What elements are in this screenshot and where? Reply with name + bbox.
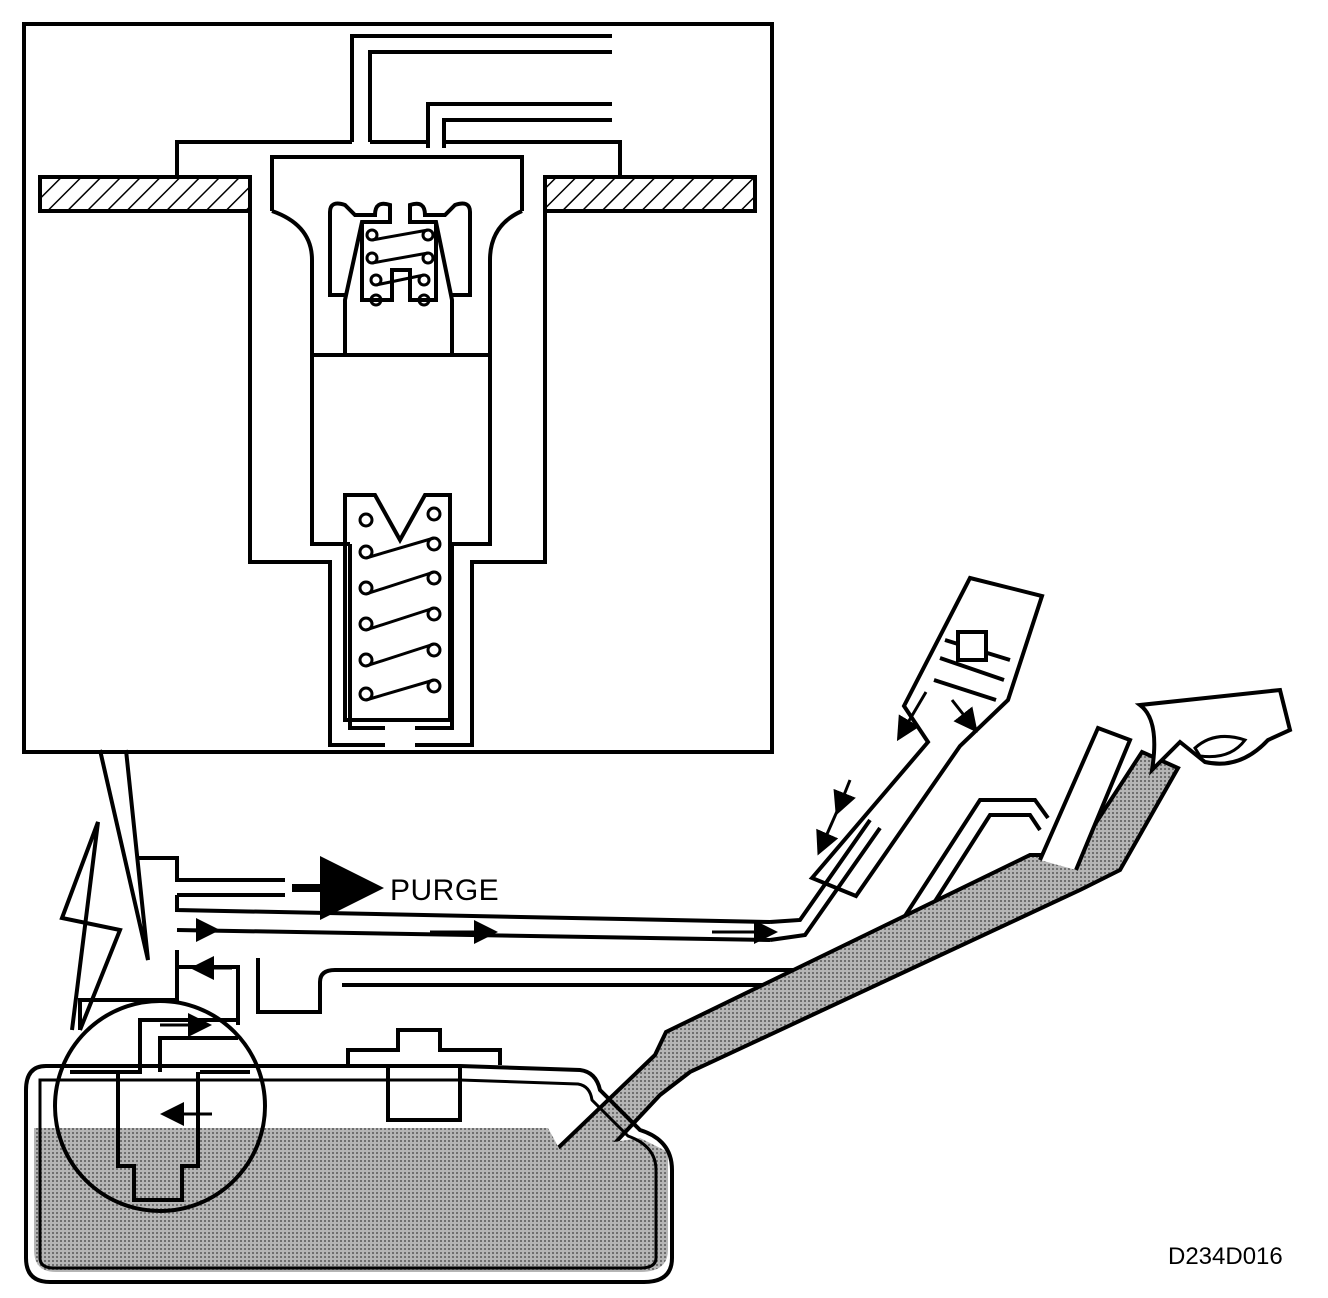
filler-neck [553, 687, 1293, 1178]
purge-indicator: PURGE [292, 856, 499, 920]
purge-label: PURGE [390, 874, 499, 907]
upper-outlet-tubes [350, 34, 612, 148]
upper-poppet [328, 201, 472, 356]
canister-outline [59, 821, 123, 1031]
inset-detail [22, 22, 774, 961]
lower-poppet [343, 493, 452, 722]
vapor-valve-housing [808, 575, 1045, 899]
figure-code: D234D016 [1168, 1243, 1283, 1270]
valve-body-inner [270, 155, 524, 730]
flow-arrows [160, 918, 778, 1126]
inset-pointer [98, 749, 150, 961]
upper-spring [365, 228, 435, 307]
valve-body-outer [175, 140, 622, 747]
mount-plate-left [38, 175, 252, 213]
tank-outline [24, 1064, 674, 1284]
tank-fuel-level [34, 1128, 668, 1272]
fuel-tank [24, 1028, 674, 1284]
detail-circle [53, 999, 267, 1213]
evap-line-to-cap [769, 575, 1045, 942]
filler-cap [1134, 687, 1293, 776]
rollover-valve [346, 1028, 502, 1122]
inset-frame [22, 22, 774, 754]
lower-spring [358, 506, 442, 702]
cutoff-valve-detail [53, 999, 267, 1213]
canister-body [78, 856, 771, 1030]
mount-plate-right [543, 175, 757, 213]
